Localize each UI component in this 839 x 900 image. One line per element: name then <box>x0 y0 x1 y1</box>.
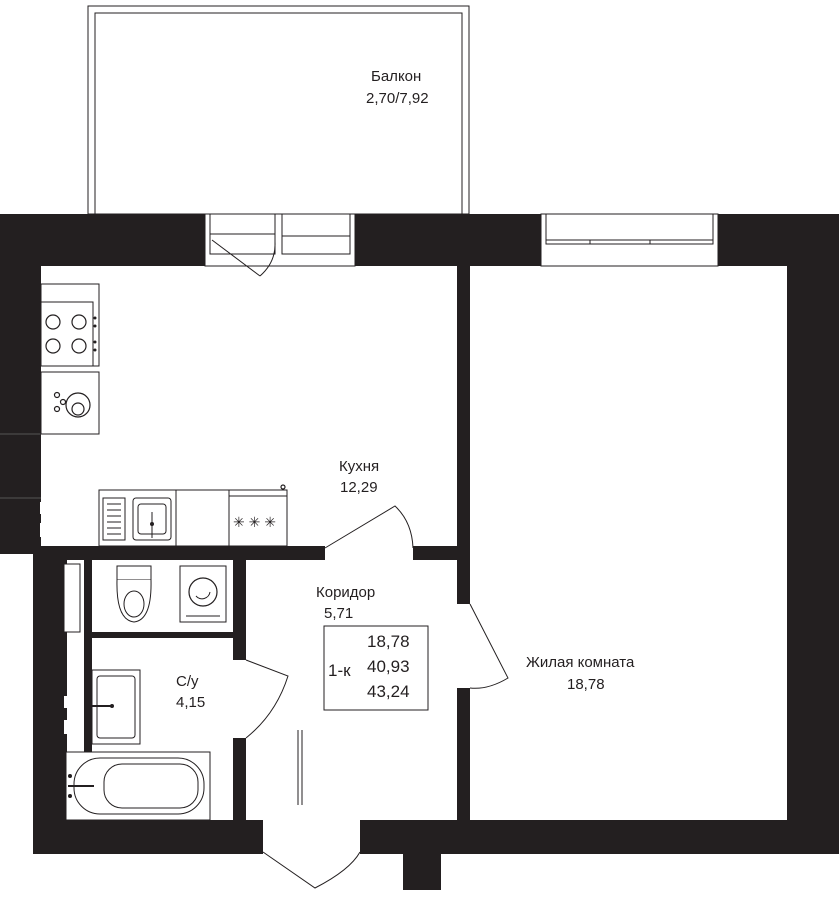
summary-type: 1-к <box>328 661 351 680</box>
wall-niches <box>0 433 84 734</box>
sink-icon <box>102 497 172 541</box>
walls <box>0 214 839 890</box>
living-window <box>540 213 719 267</box>
cooktop-icon: ✳ ✳ ✳ <box>228 484 288 547</box>
washing-machine-icon <box>179 565 227 623</box>
toilet-icon <box>116 565 152 623</box>
balcony-area: 2,70/7,92 <box>366 90 429 107</box>
balcony-door <box>204 213 356 277</box>
summary-total-area: 40,93 <box>367 657 410 676</box>
balcony-name: Балкон <box>371 68 421 85</box>
kitchen-area: 12,29 <box>340 479 378 496</box>
summary-total-area-with-balcony: 43,24 <box>367 682 410 701</box>
living-room-door <box>469 603 509 689</box>
svg-text:✳ ✳ ✳: ✳ ✳ ✳ <box>233 514 276 530</box>
area-summary-box: 1-к 18,78 40,93 43,24 <box>323 625 429 711</box>
room-labels: Балкон 2,70/7,92 Кухня 12,29 Коридор 5,7… <box>176 68 635 711</box>
corridor-name: Коридор <box>316 584 375 601</box>
balcony-outline <box>87 5 470 215</box>
entrance-door <box>262 851 361 889</box>
summary-living-area: 18,78 <box>367 632 410 651</box>
bathroom-name: С/у <box>176 673 199 690</box>
wardrobe-line <box>297 730 303 805</box>
washbasin-icon <box>88 669 141 745</box>
living-room-name: Жилая комната <box>526 654 635 671</box>
bathroom-area: 4,15 <box>176 694 205 711</box>
kitchen-door <box>324 505 414 549</box>
stove-icon <box>40 283 100 367</box>
boiler-icon <box>40 371 100 435</box>
bathtub-icon <box>65 751 211 821</box>
living-room-area: 18,78 <box>567 676 605 693</box>
bathroom-door <box>245 659 289 739</box>
kitchen-name: Кухня <box>339 458 379 475</box>
corridor-area: 5,71 <box>324 605 353 622</box>
